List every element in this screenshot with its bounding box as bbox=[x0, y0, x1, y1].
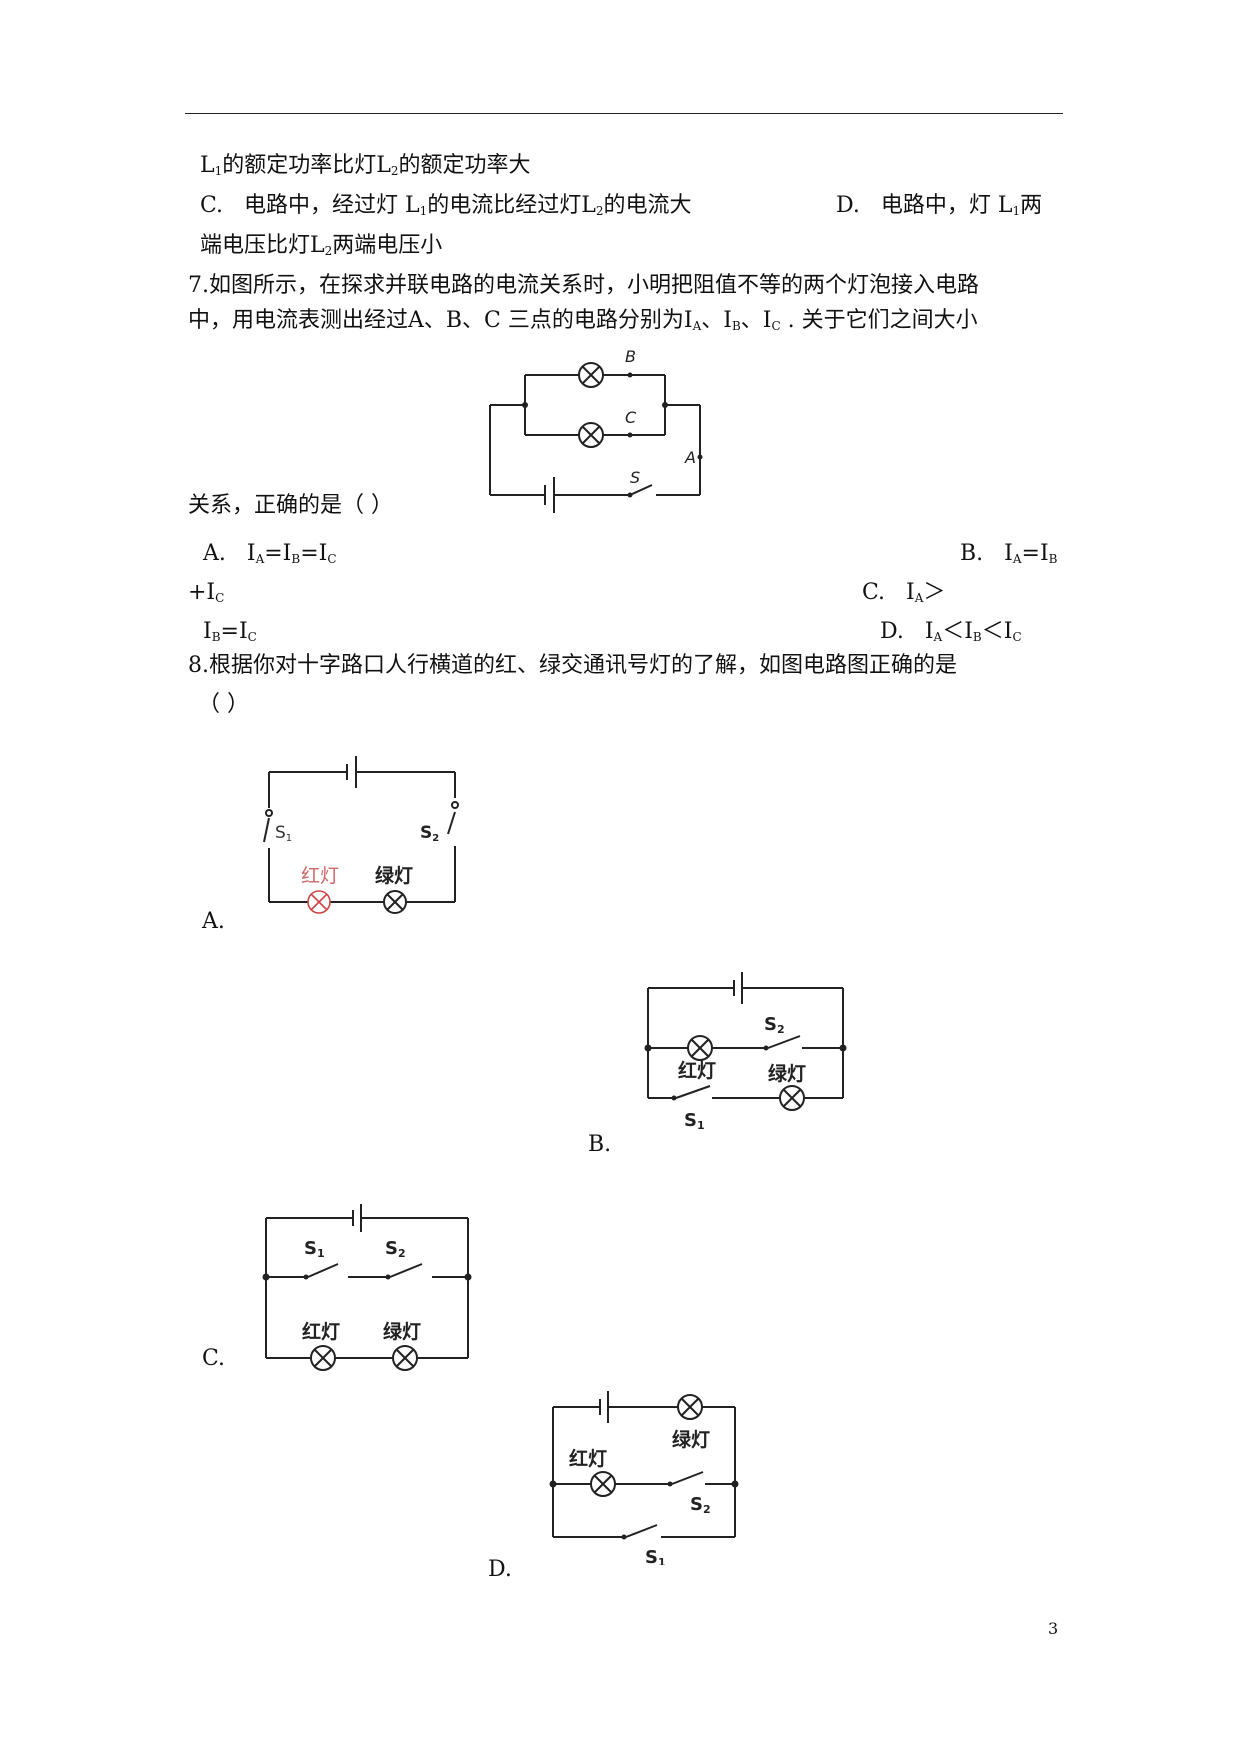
fig-a-red-light-label: 红灯 bbox=[301, 865, 339, 887]
q8-option-a-label: A. bbox=[202, 909, 225, 934]
fig-a-green-light-label: 绿灯 bbox=[375, 864, 413, 887]
point-c-label: C bbox=[625, 408, 637, 427]
q7-stem-line3: 关系，正确的是（ ） bbox=[188, 493, 393, 518]
fig-d-green-light-label: 绿灯 bbox=[672, 1428, 710, 1451]
q6-option-d: D. 电路中，灯 L1两 bbox=[836, 193, 1043, 218]
q6-option-c: C. 电路中，经过灯 L1的电流比经过灯L2的电流大 bbox=[200, 193, 692, 218]
q8-option-d-label: D. bbox=[488, 1557, 512, 1582]
fig-a-s2-label: S2 bbox=[420, 823, 439, 844]
fig-d-s1-label: S1 bbox=[645, 1547, 666, 1565]
q7-parallel-circuit-figure: B C A S bbox=[489, 347, 703, 513]
switch-s-label: S bbox=[630, 468, 640, 487]
fig-d-s2-label: S2 bbox=[690, 1494, 711, 1516]
q7-option-a: A. IA=IB=IC bbox=[203, 541, 337, 566]
fig-c-s2-label: S2 bbox=[385, 1238, 406, 1260]
fig-c-green-light-label: 绿灯 bbox=[383, 1320, 421, 1343]
q8-stem-line2: （ ） bbox=[198, 692, 249, 717]
fig-b-s1-label: S1 bbox=[684, 1110, 705, 1131]
q7-option-b-continuation: +IC bbox=[188, 580, 225, 605]
q7-option-d: D. IA＜IB＜IC bbox=[880, 619, 1022, 644]
q8-figure-c: S1 S2 红灯 绿灯 bbox=[262, 1204, 472, 1371]
point-b-label: B bbox=[625, 347, 636, 366]
q7-option-c: C. IA＞ bbox=[862, 580, 946, 605]
q8-option-b-label: B. bbox=[588, 1132, 612, 1157]
q6-option-b-continuation: L1的额定功率比灯L2的额定功率大 bbox=[200, 153, 531, 178]
fig-c-s1-label: S1 bbox=[304, 1238, 325, 1260]
q8-figure-d: 绿灯 红灯 S2 S1 bbox=[549, 1391, 739, 1565]
fig-b-green-light-label: 绿灯 bbox=[768, 1062, 806, 1085]
q6-option-d-continuation: 端电压比灯L2两端电压小 bbox=[200, 233, 443, 258]
fig-a-s1-label: S1 bbox=[275, 823, 292, 844]
fig-b-red-light-label: 红灯 bbox=[678, 1059, 716, 1082]
q8-figure-a: S1 S2 红灯 绿灯 bbox=[263, 756, 459, 914]
fig-d-red-light-label: 红灯 bbox=[569, 1447, 607, 1470]
header-rule bbox=[185, 113, 1063, 114]
point-a-label: A bbox=[684, 448, 696, 467]
q8-figure-b: S2 红灯 绿灯 S1 bbox=[644, 972, 847, 1131]
q8-option-c-label: C. bbox=[202, 1346, 226, 1371]
fig-b-s2-label: S2 bbox=[764, 1014, 785, 1036]
q7-stem-line2: 中，用电流表测出经过A、B、C 三点的电路分别为IA、IB、IC . 关于它们之… bbox=[188, 308, 978, 333]
q7-option-b: B. IA=IB bbox=[960, 541, 1058, 566]
fig-c-red-light-label: 红灯 bbox=[302, 1320, 340, 1343]
page-number: 3 bbox=[1048, 1619, 1059, 1638]
q8-stem-line1: 8.根据你对十字路口人行横道的红、绿交通讯号灯的了解，如图电路图正确的是 bbox=[188, 653, 957, 678]
q7-option-c-continuation: IB=IC bbox=[203, 619, 257, 644]
q7-stem-line1: 7.如图所示，在探求并联电路的电流关系时，小明把阻值不等的两个灯泡接入电路 bbox=[188, 273, 979, 298]
